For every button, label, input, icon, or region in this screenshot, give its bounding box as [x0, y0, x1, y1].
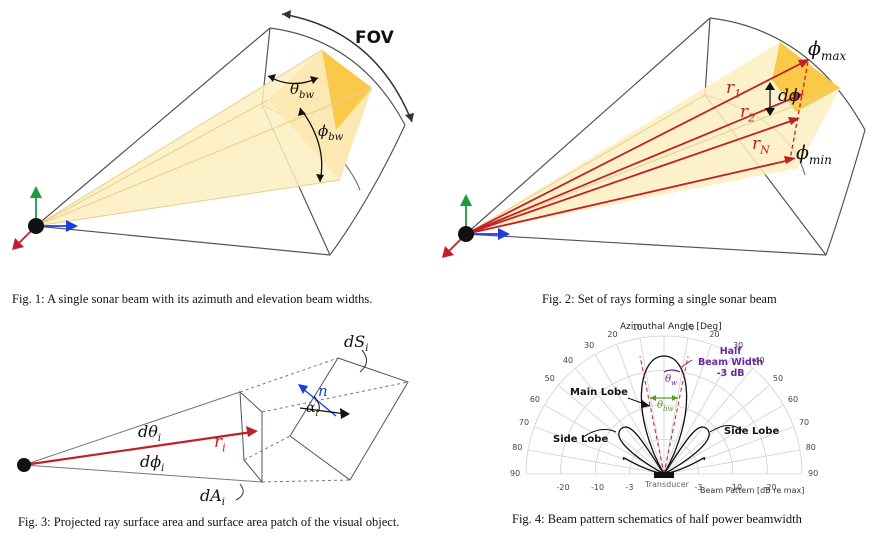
- fig3-r-label: ri: [214, 432, 226, 455]
- fig3-dA-label: dAi: [200, 486, 225, 509]
- fig1-phi-label: ϕbw: [318, 122, 344, 143]
- fig4-grid-spoke: [663, 338, 689, 475]
- fig4-db-tick-label: -10: [591, 483, 605, 492]
- fig3-dtheta-label: dθi: [138, 422, 162, 445]
- fig3-diagram: [17, 349, 409, 501]
- fig4-main-lobe-label: Main Lobe: [570, 387, 628, 398]
- fig4-angle-tick-label: 30: [584, 340, 595, 350]
- fig4-angle-tick-label: 60: [529, 395, 541, 404]
- fig4-angle-tick-label: 20: [709, 329, 720, 339]
- fig3-dS-label: dSi: [344, 332, 369, 355]
- fig4-angle-tick-label: 50: [772, 373, 784, 383]
- fig4-angle-tick-label: 70: [798, 418, 810, 428]
- fig2-ray-r1: [465, 61, 805, 235]
- fig4-angle-tick-label: 10: [684, 323, 695, 333]
- fig2-sonar-origin: [458, 226, 474, 242]
- fig4-grid-spoke: [558, 384, 665, 475]
- fig3-alpha-arc: [313, 395, 320, 413]
- fig4-angle-tick-label: 40: [754, 355, 765, 365]
- fig2-ray-span-dashed: [789, 61, 809, 161]
- fig2-dphi-arrow-down: [765, 108, 775, 116]
- fig4-angle-tick-label: 80: [512, 443, 523, 453]
- fig4-theta-w-label: θw: [665, 374, 678, 387]
- fig4-angle-tick-label: 50: [544, 373, 555, 383]
- fig2-ray-rN: [465, 159, 791, 235]
- fig2-dphi-label: dϕ: [778, 86, 801, 106]
- fig1-y-axis-arrow: [12, 238, 24, 250]
- fig4-transducer: [654, 472, 674, 478]
- fig4-angle-tick-label: 70: [518, 418, 530, 428]
- fig1-beam-highlight: [322, 50, 372, 130]
- fig4-angle-tick-label: 30: [733, 340, 744, 350]
- fig4-theta-bw-label: θbw: [657, 400, 674, 413]
- fig1-fov-label: FOV: [355, 28, 394, 48]
- fig4-hpbw-right: [663, 355, 689, 475]
- fig4-grid-spoke: [663, 344, 712, 475]
- fig4-main-lobe: [640, 355, 688, 475]
- fig1-diagram: [12, 10, 414, 256]
- fig4-db-tick-label: -20: [556, 483, 570, 492]
- fig3-alpha-label: αi: [306, 400, 319, 419]
- fig4-side-lobe-left-label: Side Lobe: [553, 434, 609, 445]
- fig4-grid-spoke: [639, 338, 665, 475]
- fig2-ray-r2: [465, 95, 799, 235]
- fig4-caption: Fig. 4: Beam pattern schematics of half …: [512, 512, 802, 526]
- fig1-z-axis-arrow: [30, 186, 42, 198]
- fig4-grid-spoke: [663, 449, 800, 475]
- fig4-angle-tick-label: 40: [562, 355, 574, 365]
- fig2-r2-label: r2: [740, 102, 756, 125]
- fig4-db-tick-label: -3: [694, 483, 703, 492]
- fig2-caption: Fig. 2: Set of rays forming a single son…: [542, 292, 777, 306]
- fig4-angle-tick-label: 20: [607, 329, 618, 339]
- fig4-angle-tick-label: 90: [808, 469, 819, 478]
- fig4-grid-spoke: [663, 354, 734, 475]
- fig4-angle-tick-label: 90: [510, 469, 521, 478]
- fig1-sonar-origin: [28, 218, 44, 234]
- fig4-grid-spoke: [663, 384, 770, 475]
- fig4-db-axis-label: Beam Pattern [dB re max]: [700, 486, 805, 495]
- fig4-transducer-label: Transducer: [645, 480, 689, 489]
- fig4-half-beam-label: Half Beam Width -3 dB: [698, 346, 764, 379]
- fig3-caption: Fig. 3: Projected ray surface area and s…: [18, 515, 400, 529]
- fig4-grid-spoke: [663, 368, 754, 475]
- fig3-dphi-label: dϕi: [140, 452, 165, 475]
- fig4-side-lobe-left-inner: [618, 426, 665, 475]
- fig4-db-tick-label: -10: [729, 483, 743, 492]
- fig4-db-tick-label: -20: [763, 483, 777, 492]
- fig4-grid-spoke: [534, 426, 665, 475]
- fig2-diagram: [442, 17, 866, 258]
- fig4-angle-tick-label: 60: [787, 395, 799, 404]
- fig4-grid-spoke: [663, 426, 794, 475]
- fig2-ray-r3: [465, 119, 795, 235]
- fig2-phi-max-label: ϕmax: [808, 38, 847, 63]
- fig4-angle-tick-label: 10: [632, 323, 643, 333]
- fig4-angle-tick-label: 80: [805, 443, 816, 453]
- fig4-title: Azimuthal Angle [Deg]: [620, 322, 722, 332]
- fig3-origin: [17, 458, 31, 472]
- fig2-dphi-arrow-up: [765, 82, 775, 90]
- fig4-grid-spoke: [616, 344, 665, 475]
- fig4-grid-spoke: [574, 368, 665, 475]
- fig4-grid-spoke: [594, 354, 665, 475]
- fig1-caption: Fig. 1: A single sonar beam with its azi…: [12, 292, 373, 306]
- fig3-ray: [23, 430, 253, 467]
- fig4-grid-spoke: [528, 449, 665, 475]
- fig4-db-tick-label: -3: [625, 483, 634, 492]
- fig2-rN-label: rN: [752, 134, 770, 157]
- fig1-theta-label: θbw: [290, 80, 314, 101]
- fig2-r1-label: r1: [726, 78, 742, 101]
- fig2-phi-min-label: ϕmin: [796, 142, 832, 167]
- fig4-side-lobe-right-inner: [663, 426, 710, 475]
- fig4-hpbw-left: [639, 355, 665, 475]
- fig1-x-axis-arrow: [66, 220, 78, 232]
- fig3-n-label: n: [318, 382, 328, 400]
- fig4-side-lobe-right-label: Side Lobe: [724, 426, 780, 437]
- fig1-fov-arc: [281, 13, 413, 123]
- fig1-phi-arc: [299, 107, 323, 183]
